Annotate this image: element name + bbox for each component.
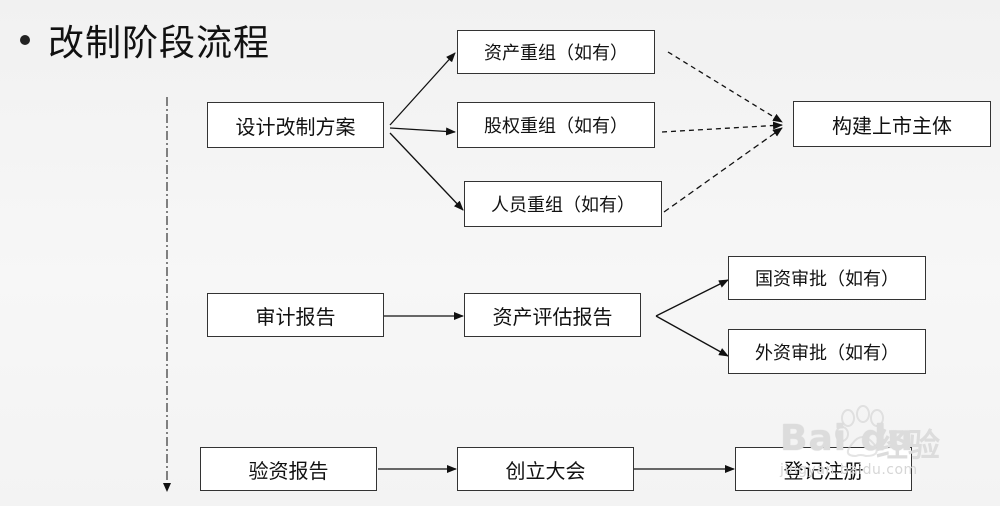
box-capital-verification: 验资报告	[200, 447, 377, 491]
slide-title-text: 改制阶段流程	[48, 23, 271, 64]
bullet-point	[20, 35, 30, 45]
box-foreign-approval: 外资审批（如有）	[728, 329, 926, 374]
box-equity-restructure: 股权重组（如有）	[457, 102, 655, 148]
watermark-brand: Bai du	[780, 418, 915, 459]
arrow-plan-to-staff	[389, 132, 464, 211]
dashed-arrow-asset-to-entity	[667, 51, 783, 123]
arrow-plan-to-equity	[389, 127, 456, 136]
box-staff-restructure: 人员重组（如有）	[464, 181, 662, 227]
box-registration: 登记注册	[735, 447, 912, 491]
box-design-plan: 设计改制方案	[207, 102, 384, 148]
watermark-url: jingyan.baidu.com	[780, 462, 918, 478]
box-state-approval: 国资审批（如有）	[728, 256, 926, 300]
arrow-plan-to-asset	[389, 52, 456, 126]
arrow-appraisal-to-foreign	[655, 315, 729, 357]
arrow-appraisal-to-state	[655, 279, 729, 317]
slide-title: 改制阶段流程	[20, 12, 270, 68]
timeline-arrowhead	[163, 483, 171, 492]
box-asset-appraisal: 资产评估报告	[464, 293, 641, 337]
dashed-arrow-equity-to-entity	[661, 121, 783, 133]
box-audit-report: 审计报告	[207, 293, 384, 337]
watermark-product: 经验	[876, 426, 941, 464]
box-founding-meeting: 创立大会	[457, 447, 634, 491]
dashed-arrow-staff-to-entity	[663, 127, 783, 213]
baidu-paw-watermark-icon	[835, 405, 884, 458]
box-listing-entity: 构建上市主体	[793, 101, 991, 147]
box-asset-restructure: 资产重组（如有）	[457, 30, 655, 74]
